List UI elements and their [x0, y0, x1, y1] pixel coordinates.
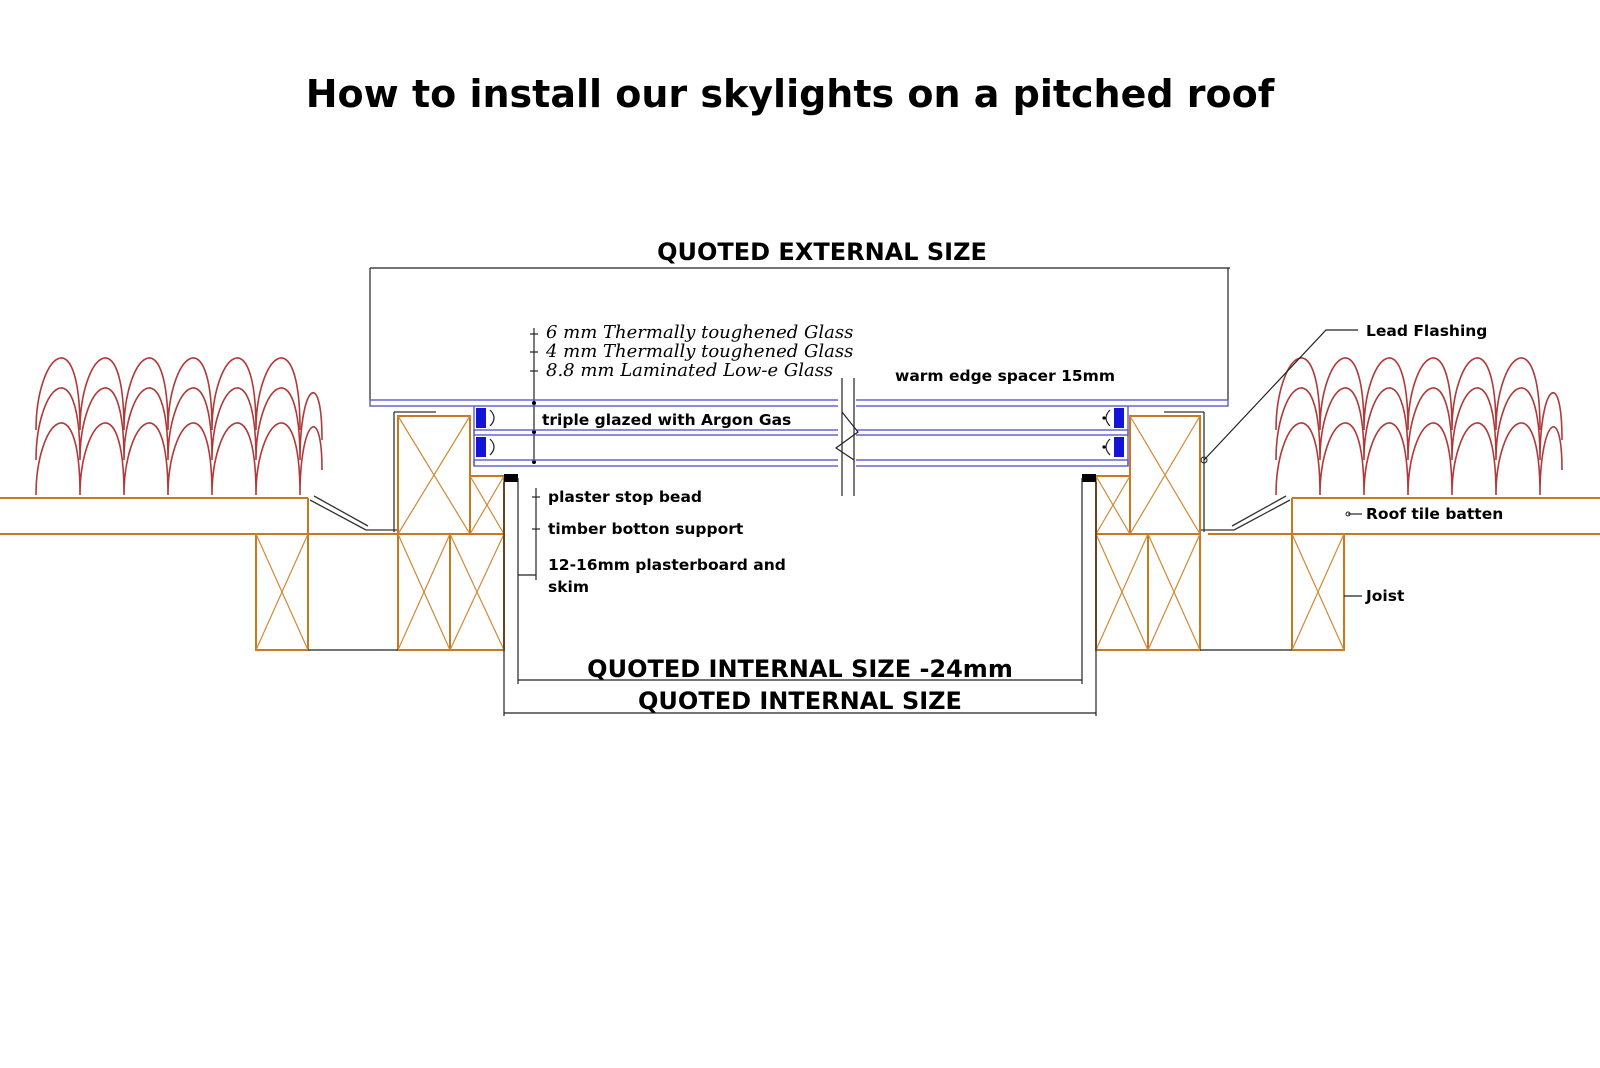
internal-minus-size-label: QUOTED INTERNAL SIZE -24mm [587, 655, 1013, 683]
internal-size-label: QUOTED INTERNAL SIZE [638, 687, 962, 715]
glass-layer-labels: 6 mm Thermally toughened Glass 4 mm Ther… [530, 322, 853, 464]
timber-frame-right [1081, 411, 1345, 651]
spacer-left-top [476, 408, 486, 428]
glass-layer-2: 4 mm Thermally toughened Glass [545, 341, 853, 362]
page-title: How to install our skylights on a pitche… [306, 72, 1275, 116]
internal-size-dimensions: QUOTED INTERNAL SIZE -24mm QUOTED INTERN… [503, 650, 1097, 716]
timber-frame-left [255, 411, 519, 651]
lead-flashing-label: Lead Flashing [1366, 322, 1487, 340]
plasterboard-label-line1: 12-16mm plasterboard and [548, 556, 786, 574]
right-callouts: Lead Flashing Roof tile batten Joist [1200, 322, 1503, 605]
inner-glass-pane [473, 459, 1129, 467]
roof-tiles-left [35, 357, 323, 496]
plaster-stop-bead-label: plaster stop bead [548, 488, 702, 506]
glass-layer-3: 8.8 mm Laminated Low-e Glass [546, 360, 833, 381]
roof-tiles-right [1275, 357, 1563, 496]
joist-label: Joist [1365, 587, 1405, 605]
glass-unit [369, 378, 1229, 496]
timber-support-label: timber botton support [548, 520, 744, 538]
joist-right [1291, 533, 1345, 651]
spacer-right-top [1114, 408, 1124, 428]
roof-tile-batten-label: Roof tile batten [1366, 505, 1503, 523]
external-size-dimension: QUOTED EXTERNAL SIZE [369, 238, 1230, 400]
triple-glazed-label: triple glazed with Argon Gas [542, 411, 791, 429]
roof-tile-battens [0, 495, 1600, 535]
spacer-right-bottom [1114, 437, 1124, 457]
warm-edge-spacer-label: warm edge spacer 15mm [895, 367, 1115, 385]
outer-glass-pane [369, 399, 1229, 407]
plasterboard-label-line2: skim [548, 578, 589, 596]
joist-left [255, 533, 309, 651]
middle-glass-pane [473, 429, 1129, 436]
spacer-left-bottom [476, 437, 486, 457]
left-callouts: plaster stop bead timber botton support … [518, 488, 786, 596]
external-size-label: QUOTED EXTERNAL SIZE [657, 238, 987, 266]
glass-layer-1: 6 mm Thermally toughened Glass [546, 322, 853, 343]
